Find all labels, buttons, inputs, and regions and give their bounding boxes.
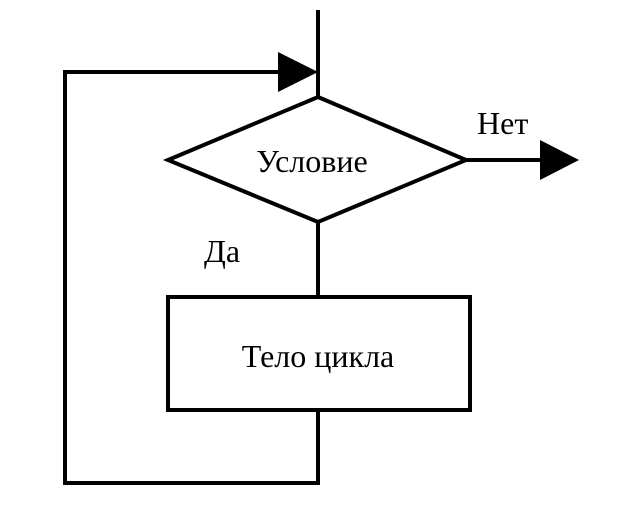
yes-label: Да (204, 233, 240, 269)
no-label: Нет (477, 105, 528, 141)
loop-back-line (63, 70, 320, 485)
condition-label: Условие (256, 143, 367, 179)
no-exit-arrowhead (540, 140, 579, 180)
loop-back-arrowhead (278, 52, 318, 92)
loop-body-label: Тело цикла (242, 338, 394, 374)
loop-body-box (166, 295, 472, 412)
